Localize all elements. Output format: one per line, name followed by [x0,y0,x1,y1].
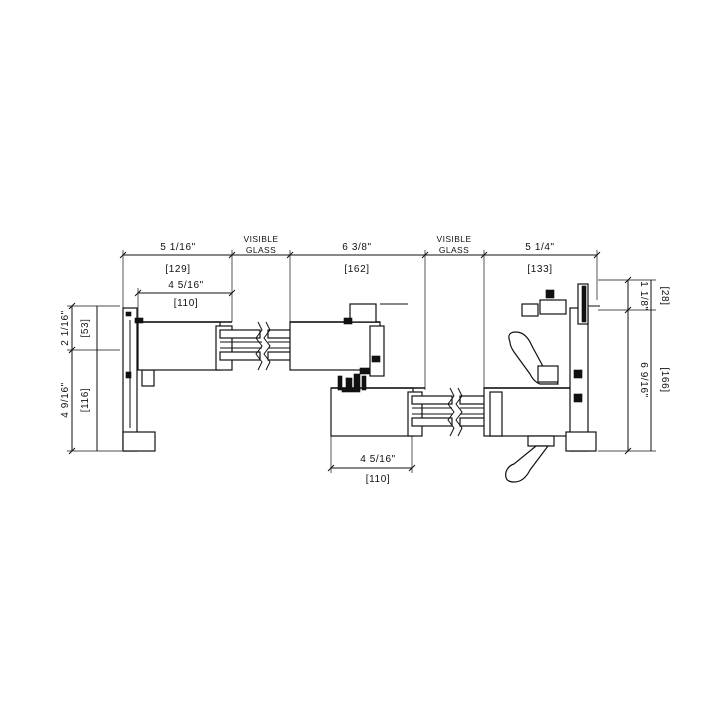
right-upper-height-label: 1 1/8" [638,281,649,310]
glass-unit-left [219,321,301,371]
top-right-width-mm-label: [133] [527,264,552,275]
right-frame [483,283,600,452]
top-left-inner-label: 4 5/16" [168,280,204,291]
right-upper-height-mm-label: [28] [659,286,670,305]
left-upper-height-mm-label: [53] [80,318,91,337]
bottom-dimension [327,426,416,473]
glass-unit-right [411,387,497,437]
top-dimensions [119,250,601,390]
sliding-panel [330,373,425,437]
left-upper-height-label: 2 1/16" [60,310,71,346]
middle-interlock-upper [289,303,408,377]
top-left-inner-mm-label: [110] [174,298,199,309]
left-dimensions [67,302,122,455]
visible-glass-2-line1: VISIBLE [437,234,472,244]
top-left-width-label: 5 1/16" [160,242,196,253]
right-lower-height-label: 6 9/16" [638,362,649,398]
top-middle-width-mm-label: [162] [344,264,369,275]
door-handle [505,331,559,483]
visible-glass-1-line2: GLASS [246,245,276,255]
visible-glass-1-line1: VISIBLE [244,234,279,244]
left-jamb [122,307,156,452]
left-lower-height-mm-label: [116] [80,388,91,413]
right-lower-height-mm-label: [166] [659,367,670,392]
left-fixed-panel [134,317,233,371]
top-middle-width-label: 6 3/8" [342,242,371,253]
top-left-width-mm-label: [129] [165,264,190,275]
visible-glass-2-line2: GLASS [439,245,469,255]
bottom-width-label: 4 5/16" [360,454,396,465]
top-right-width-label: 5 1/4" [525,242,554,253]
left-lower-height-label: 4 9/16" [60,382,71,418]
right-dimensions [598,276,656,455]
bottom-width-mm-label: [110] [366,474,391,485]
